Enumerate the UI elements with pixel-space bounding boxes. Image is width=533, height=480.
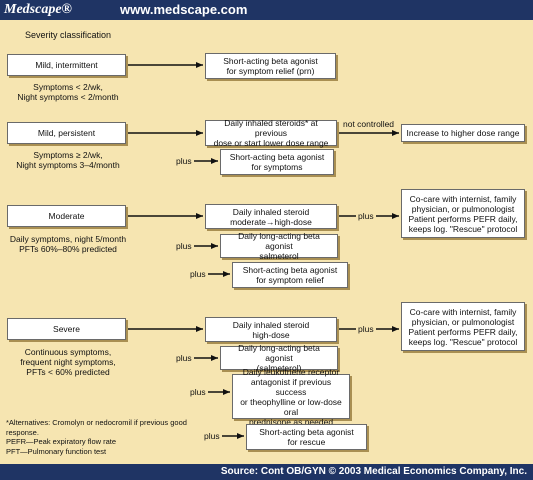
- label-plus-se-1: plus: [176, 353, 192, 363]
- treatment-se-leukotriene: Daily leukotriene receptor antagonist if…: [232, 367, 350, 427]
- treatment-mo-saba: Short-acting beta agonist for symptom re…: [232, 262, 348, 288]
- source-credit: Source: Cont OB/GYN © 2003 Medical Econo…: [220, 466, 527, 477]
- label-not-controlled: not controlled: [343, 119, 395, 129]
- footer-bar: Source: Cont OB/GYN © 2003 Medical Econo…: [0, 464, 533, 480]
- level-mild-intermittent: Mild, intermittent: [7, 54, 126, 76]
- treatment-se-laba: Daily long-acting beta agonist (salmeter…: [220, 343, 338, 373]
- level-moderate: Moderate: [7, 205, 126, 227]
- treatment-se-cocare: Co-care with internist, family physician…: [401, 302, 525, 351]
- label-plus-mp: plus: [176, 156, 192, 166]
- treatment-mo-cocare: Co-care with internist, family physician…: [401, 189, 525, 238]
- label-plus-se-cocare: plus: [358, 324, 374, 334]
- treatment-mp-steroids: Daily inhaled steroids* at previous dose…: [205, 118, 337, 148]
- label-plus-mo-2: plus: [190, 269, 206, 279]
- treatment-mp-increase: Increase to higher dose range: [401, 124, 525, 142]
- treatment-mp-saba: Short-acting beta agonist for symptoms: [220, 149, 334, 175]
- label-plus-mo-cocare: plus: [358, 211, 374, 221]
- site-url: www.medscape.com: [120, 2, 248, 17]
- level-severe: Severe: [7, 318, 126, 340]
- level-mild-persistent: Mild, persistent: [7, 122, 126, 144]
- treatment-se-saba: Short-acting beta agonist for rescue: [246, 424, 367, 450]
- footnotes: *Alternatives: Cromolyn or nedocromil if…: [6, 418, 187, 456]
- header-bar: Medscape® www.medscape.com: [0, 0, 533, 20]
- diagram-title: Severity classification: [25, 30, 112, 40]
- treatment-mo-steroid: Daily inhaled steroid moderate→high-dose: [205, 204, 337, 229]
- criteria-severe: Continuous symptoms, frequent night symp…: [20, 347, 116, 377]
- criteria-moderate: Daily symptoms, night 5/month PFTs 60%–8…: [9, 234, 127, 254]
- label-plus-se-3: plus: [204, 431, 220, 441]
- footnote-alternatives-cont: response.: [6, 427, 39, 437]
- treatment-mo-laba: Daily long-acting beta agonist salmetero…: [220, 231, 338, 261]
- medscape-logo: Medscape®: [4, 2, 72, 17]
- criteria-mild-persistent: Symptoms ≥ 2/wk, Night symptoms 3–4/mont…: [16, 150, 120, 170]
- criteria-mild-intermittent: Symptoms < 2/wk, Night symptoms < 2/mont…: [17, 82, 119, 102]
- label-plus-mo-1: plus: [176, 241, 192, 251]
- label-plus-se-2: plus: [190, 387, 206, 397]
- treatment-mi-saba: Short-acting beta agonist for symptom re…: [205, 53, 336, 79]
- footnote-pft: PFT—Pulmonary function test: [6, 446, 107, 456]
- footnote-pefr: PEFR—Peak expiratory flow rate: [6, 437, 117, 446]
- treatment-se-steroid: Daily inhaled steroid high-dose: [205, 317, 337, 342]
- footnote-alternatives: *Alternatives: Cromolyn or nedocromil if…: [6, 418, 187, 427]
